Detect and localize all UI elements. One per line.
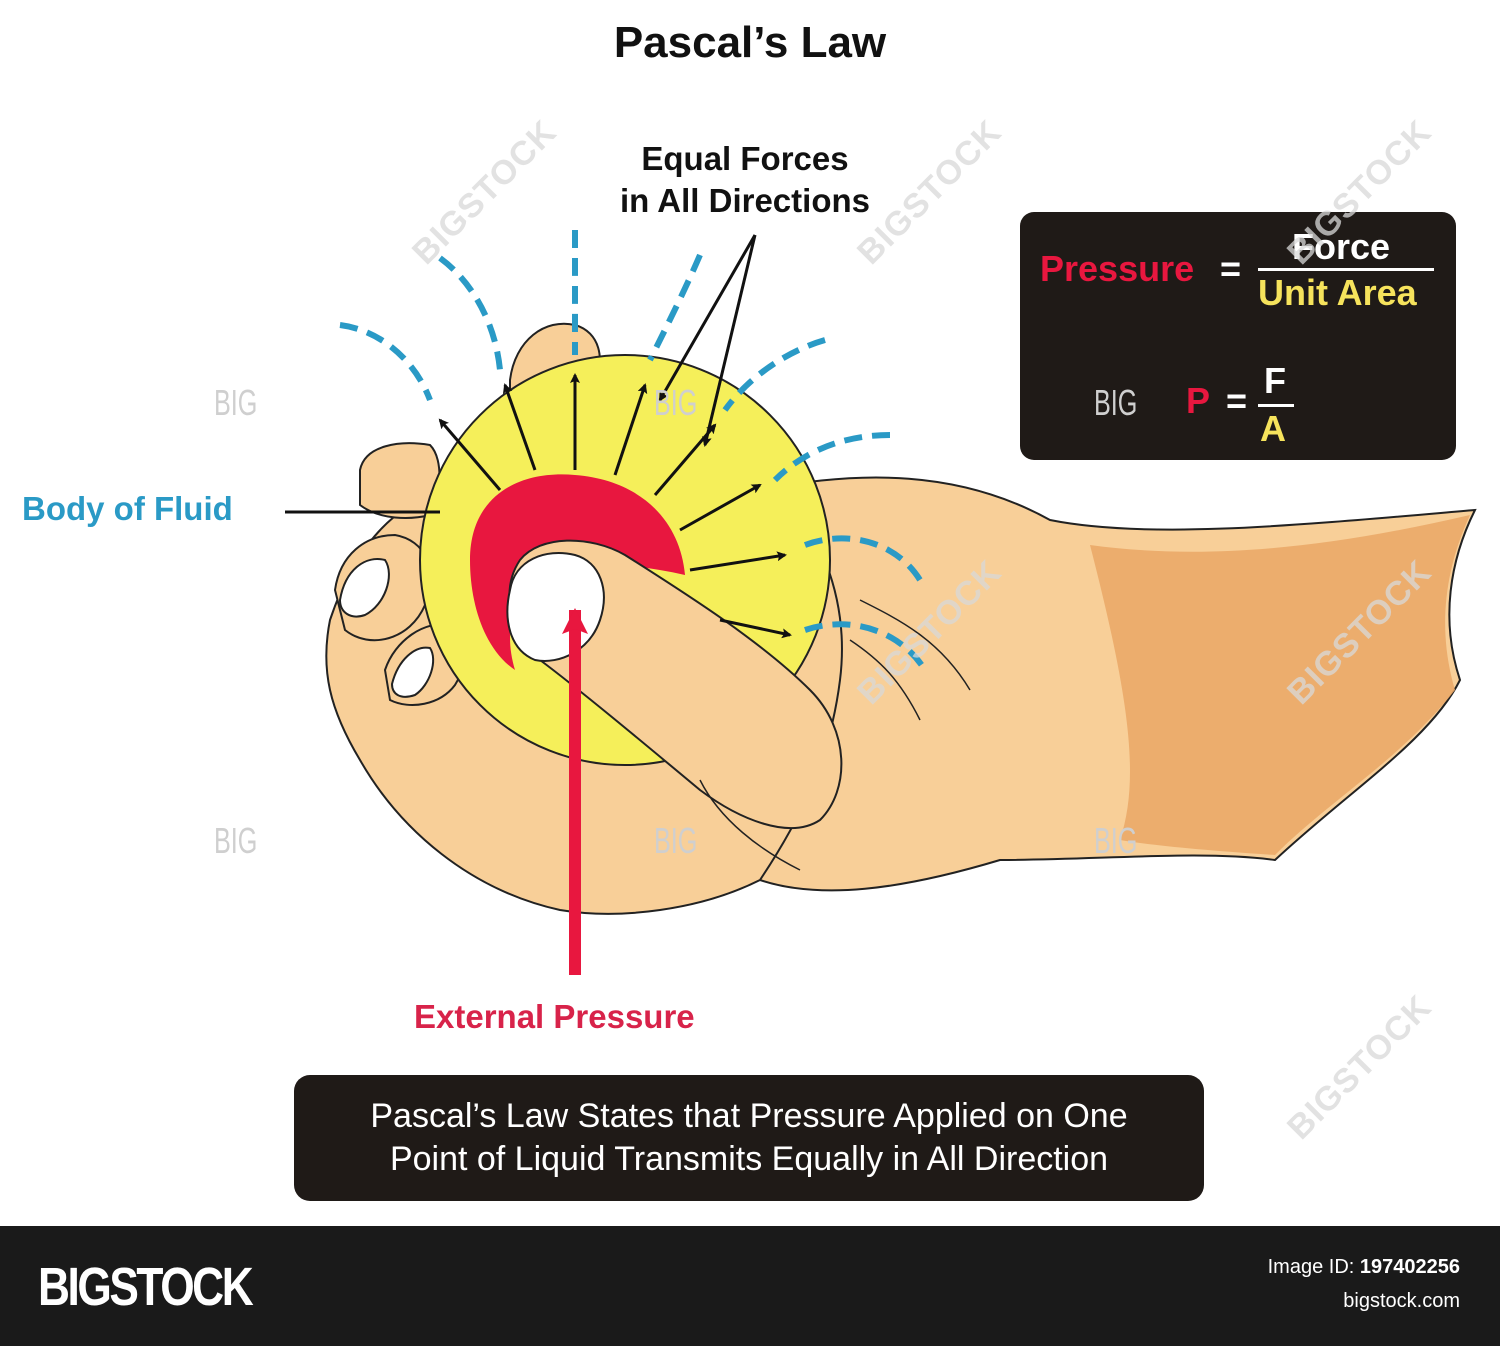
dashed-lines [339,230,928,672]
formula-fraction-bar [1258,268,1434,271]
dash-2 [438,255,503,371]
formula-denominator: Unit Area [1258,272,1417,313]
forearm-shadow [1090,515,1470,855]
equal-forces-line1: Equal Forces [641,140,849,177]
palm-crease [859,599,971,691]
formula-equals-2: = [1226,380,1248,421]
image-id: Image ID: 197402256 [1268,1256,1460,1279]
pinky-nail [390,646,435,698]
dash-7 [803,535,923,582]
pascal-diagram [285,230,1477,975]
dash-6 [772,432,891,483]
palm-crease-2 [849,639,921,721]
formula-pressure: Pressure [1040,248,1195,289]
formula-f: F [1264,360,1286,401]
palm-crease-3 [699,779,801,871]
watermark-big-4: BIG [214,820,258,861]
force-arrow-4 [613,383,648,476]
formula-equals: = [1220,248,1242,289]
image-id-value: 197402256 [1359,1256,1460,1278]
formula-fraction-bar-2 [1258,404,1294,407]
watermark-big-2: BIG [1094,382,1138,423]
equal-forces-label: Equal Forces in All Directions [560,138,930,222]
formula-a: A [1260,408,1286,449]
formula-numerator: Force [1292,226,1391,267]
watermark-big-3: BIG [654,382,698,423]
external-pressure-label: External Pressure [414,998,695,1035]
statement-line2: Point of Liquid Transmits Equally in All… [389,1140,1109,1178]
force-arrow-6 [679,483,762,532]
dash-5 [722,337,826,412]
dash-4 [647,253,703,362]
force-arrow-8 [719,618,792,639]
force-arrow-7 [689,551,787,572]
dash-1 [339,322,433,402]
dash-8 [804,621,928,672]
pressure-region [470,474,685,670]
statement-box: Pascal’s Law States that Pressure Applie… [294,1075,1204,1201]
footer-bar: BIGSTOCK Image ID: 197402256 bigstock.co… [0,1226,1500,1346]
watermark-big-1: BIG [214,382,258,423]
ring-nail [338,558,390,618]
watermark-big-5: BIG [654,820,698,861]
formula-box: Pressure = Force Unit Area P = F A [1020,212,1456,460]
body-of-fluid-label: Body of Fluid [22,490,233,527]
force-arrow-2 [502,383,537,471]
formula-p: P [1186,380,1211,421]
pointer-equal-1 [658,234,757,402]
site-url[interactable]: bigstock.com [1343,1290,1460,1312]
statement-line1: Pascal’s Law States that Pressure Applie… [370,1097,1128,1135]
pointer-equal-2 [701,234,757,447]
bigstock-logo: BIGSTOCK [38,1257,254,1317]
image-id-label: Image ID: [1267,1256,1355,1278]
page-title: Pascal’s Law [613,18,887,67]
force-arrow-1 [438,418,502,491]
watermark-big-6: BIG [1094,820,1138,861]
equal-forces-line2: in All Directions [620,182,870,219]
